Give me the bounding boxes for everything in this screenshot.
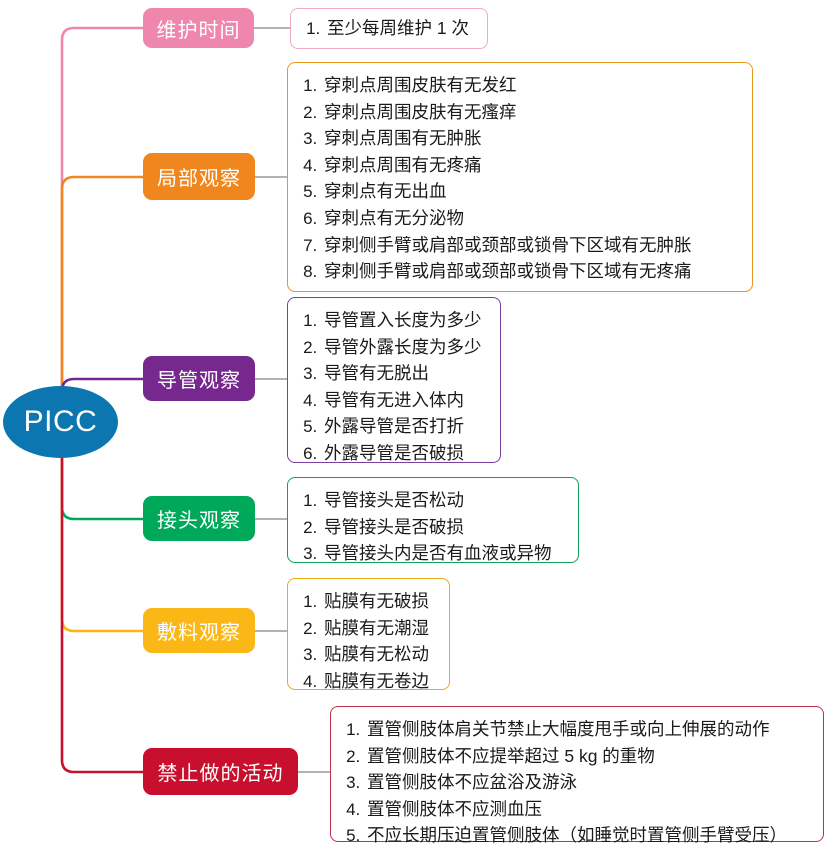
detail-box-local-observation: 穿刺点周围皮肤有无发红穿刺点周围皮肤有无瘙痒穿刺点周围有无肿胀穿刺点周围有无疼痛…: [287, 62, 753, 292]
list-item: 穿刺点周围有无肿胀: [322, 125, 738, 152]
list-item: 置管侧肢体肩关节禁止大幅度甩手或向上伸展的动作: [365, 716, 809, 743]
edge-prohibited-activities: [60, 446, 145, 774]
list-item: 穿刺点有无出血: [322, 178, 738, 205]
root-node-picc[interactable]: PICC: [3, 386, 118, 458]
list-item: 导管外露长度为多少: [322, 334, 486, 361]
detail-list-connector-observation: 导管接头是否松动导管接头是否破损导管接头内是否有血液或异物: [301, 487, 564, 567]
detail-box-catheter-observation: 导管置入长度为多少导管外露长度为多少导管有无脱出导管有无进入体内外露导管是否打折…: [287, 297, 501, 463]
list-item: 穿刺点周围皮肤有无发红: [322, 72, 738, 99]
branch-node-dressing-observation[interactable]: 敷料观察: [143, 608, 255, 653]
edge-local-observation: [60, 175, 145, 404]
list-item: 穿刺点周围有无疼痛: [322, 152, 738, 179]
list-item: 穿刺点有无分泌物: [322, 205, 738, 232]
list-item: 导管有无进入体内: [322, 387, 486, 414]
root-node-label: PICC: [23, 405, 98, 438]
list-item: 贴膜有无卷边: [322, 668, 435, 695]
detail-list-catheter-observation: 导管置入长度为多少导管外露长度为多少导管有无脱出导管有无进入体内外露导管是否打折…: [301, 307, 486, 467]
detail-list-maintenance-time: 至少每周维护 1 次: [304, 15, 473, 42]
list-item: 导管置入长度为多少: [322, 307, 486, 334]
list-item: 穿刺侧手臂或肩部或颈部或锁骨下区域有无疼痛: [322, 258, 738, 285]
list-item: 贴膜有无松动: [322, 641, 435, 668]
list-item: 外露导管是否破损: [322, 440, 486, 467]
branch-node-catheter-observation[interactable]: 导管观察: [143, 356, 255, 401]
detail-list-local-observation: 穿刺点周围皮肤有无发红穿刺点周围皮肤有无瘙痒穿刺点周围有无肿胀穿刺点周围有无疼痛…: [301, 72, 738, 285]
branch-node-connector-observation[interactable]: 接头观察: [143, 496, 255, 541]
branch-label-local-observation: 局部观察: [157, 168, 241, 190]
list-item: 贴膜有无破损: [322, 588, 435, 615]
list-item: 导管接头内是否有血液或异物: [322, 540, 564, 567]
list-item: 导管接头是否破损: [322, 514, 564, 541]
detail-list-dressing-observation: 贴膜有无破损贴膜有无潮湿贴膜有无松动贴膜有无卷边: [301, 588, 435, 694]
branch-label-connector-observation: 接头观察: [157, 510, 241, 532]
list-item: 导管接头是否松动: [322, 487, 564, 514]
branch-label-prohibited-activities: 禁止做的活动: [157, 763, 284, 785]
branch-node-maintenance-time[interactable]: 维护时间: [143, 8, 254, 48]
list-item: 不应长期压迫置管侧肢体（如睡觉时置管侧手臂受压）: [365, 822, 809, 843]
list-item: 置管侧肢体不应盆浴及游泳: [365, 769, 809, 796]
branch-label-dressing-observation: 敷料观察: [157, 622, 241, 644]
detail-box-dressing-observation: 贴膜有无破损贴膜有无潮湿贴膜有无松动贴膜有无卷边: [287, 578, 450, 691]
edge-maintenance-time: [60, 26, 145, 402]
list-item: 置管侧肢体不应测血压: [365, 796, 809, 823]
list-item: 至少每周维护 1 次: [325, 15, 473, 42]
branch-node-prohibited-activities[interactable]: 禁止做的活动: [143, 748, 298, 795]
detail-box-connector-observation: 导管接头是否松动导管接头是否破损导管接头内是否有血液或异物: [287, 477, 579, 563]
list-item: 置管侧肢体不应提举超过 5 kg 的重物: [365, 743, 809, 770]
list-item: 贴膜有无潮湿: [322, 615, 435, 642]
list-item: 外露导管是否打折: [322, 413, 486, 440]
detail-box-prohibited-activities: 置管侧肢体肩关节禁止大幅度甩手或向上伸展的动作置管侧肢体不应提举超过 5 kg …: [330, 706, 824, 843]
detail-box-maintenance-time: 至少每周维护 1 次: [290, 8, 488, 49]
list-item: 穿刺点周围皮肤有无瘙痒: [322, 99, 738, 126]
branch-label-maintenance-time: 维护时间: [156, 19, 241, 42]
edge-dressing-observation: [60, 444, 145, 633]
branch-label-catheter-observation: 导管观察: [157, 370, 241, 392]
list-item: 导管有无脱出: [322, 360, 486, 387]
detail-list-prohibited-activities: 置管侧肢体肩关节禁止大幅度甩手或向上伸展的动作置管侧肢体不应提举超过 5 kg …: [344, 716, 809, 843]
branch-node-local-observation[interactable]: 局部观察: [143, 153, 255, 200]
list-item: 穿刺侧手臂或肩部或颈部或锁骨下区域有无肿胀: [322, 232, 738, 259]
